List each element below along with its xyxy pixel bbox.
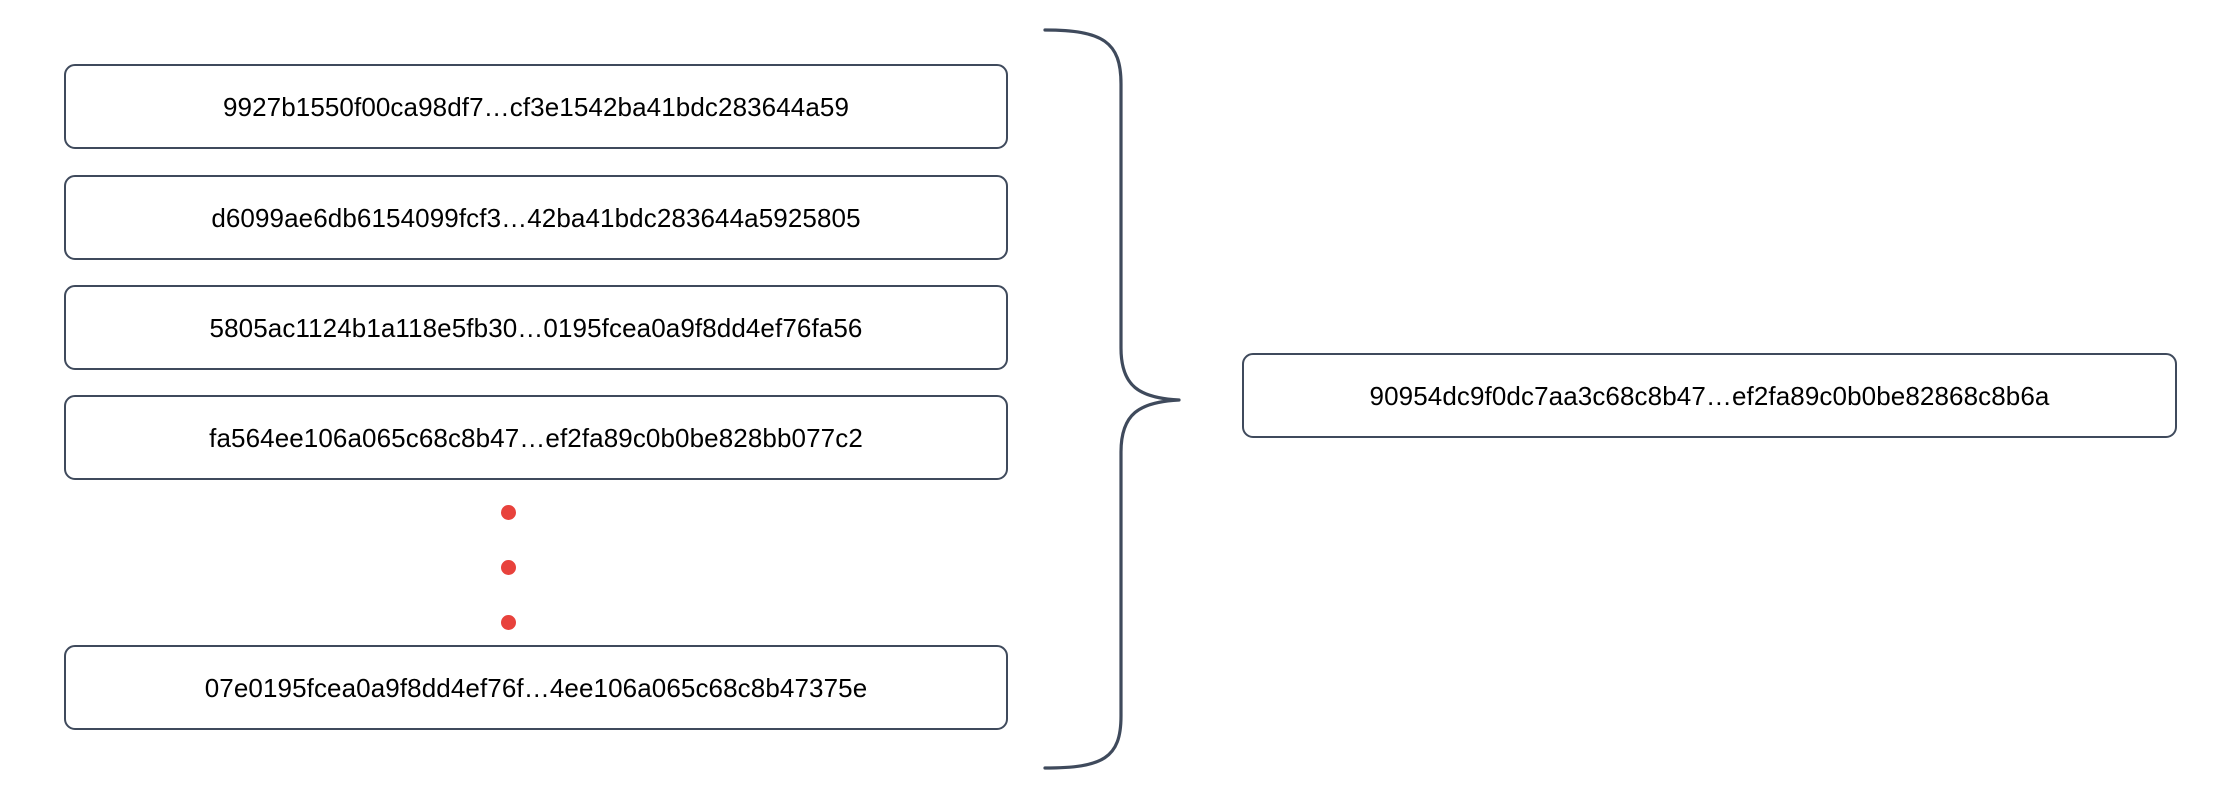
- hash-value-3: 5805ac1124b1a118e5fb30…0195fcea0a9f8dd4e…: [209, 312, 863, 343]
- vertical-ellipsis-icon: [498, 505, 518, 630]
- ellipsis-dot-3: [500, 615, 516, 630]
- hash-box-3[interactable]: 5805ac1124b1a118e5fb30…0195fcea0a9f8dd4e…: [64, 285, 1008, 370]
- aggregate-hash-value: 90954dc9f0dc7aa3c68c8b47…ef2fa89c0b0be82…: [1369, 380, 2050, 411]
- ellipsis-dot-1: [500, 505, 516, 520]
- ellipsis-dot-2: [500, 560, 516, 575]
- hash-value-n: 07e0195fcea0a9f8dd4ef76f…4ee106a065c68c8…: [204, 672, 868, 703]
- hash-box-2[interactable]: d6099ae6db6154099fcf3…42ba41bdc283644a59…: [64, 175, 1008, 260]
- hash-box-1[interactable]: 9927b1550f00ca98df7…cf3e1542ba41bdc28364…: [64, 64, 1008, 149]
- hash-box-4[interactable]: fa564ee106a065c68c8b47…ef2fa89c0b0be828b…: [64, 395, 1008, 480]
- hash-value-4: fa564ee106a065c68c8b47…ef2fa89c0b0be828b…: [209, 422, 863, 453]
- curly-brace-icon: [1043, 28, 1181, 770]
- hash-value-2: d6099ae6db6154099fcf3…42ba41bdc283644a59…: [211, 202, 861, 233]
- hash-value-1: 9927b1550f00ca98df7…cf3e1542ba41bdc28364…: [222, 91, 850, 122]
- hash-box-n[interactable]: 07e0195fcea0a9f8dd4ef76f…4ee106a065c68c8…: [64, 645, 1008, 730]
- aggregate-hash-box[interactable]: 90954dc9f0dc7aa3c68c8b47…ef2fa89c0b0be82…: [1242, 353, 2177, 438]
